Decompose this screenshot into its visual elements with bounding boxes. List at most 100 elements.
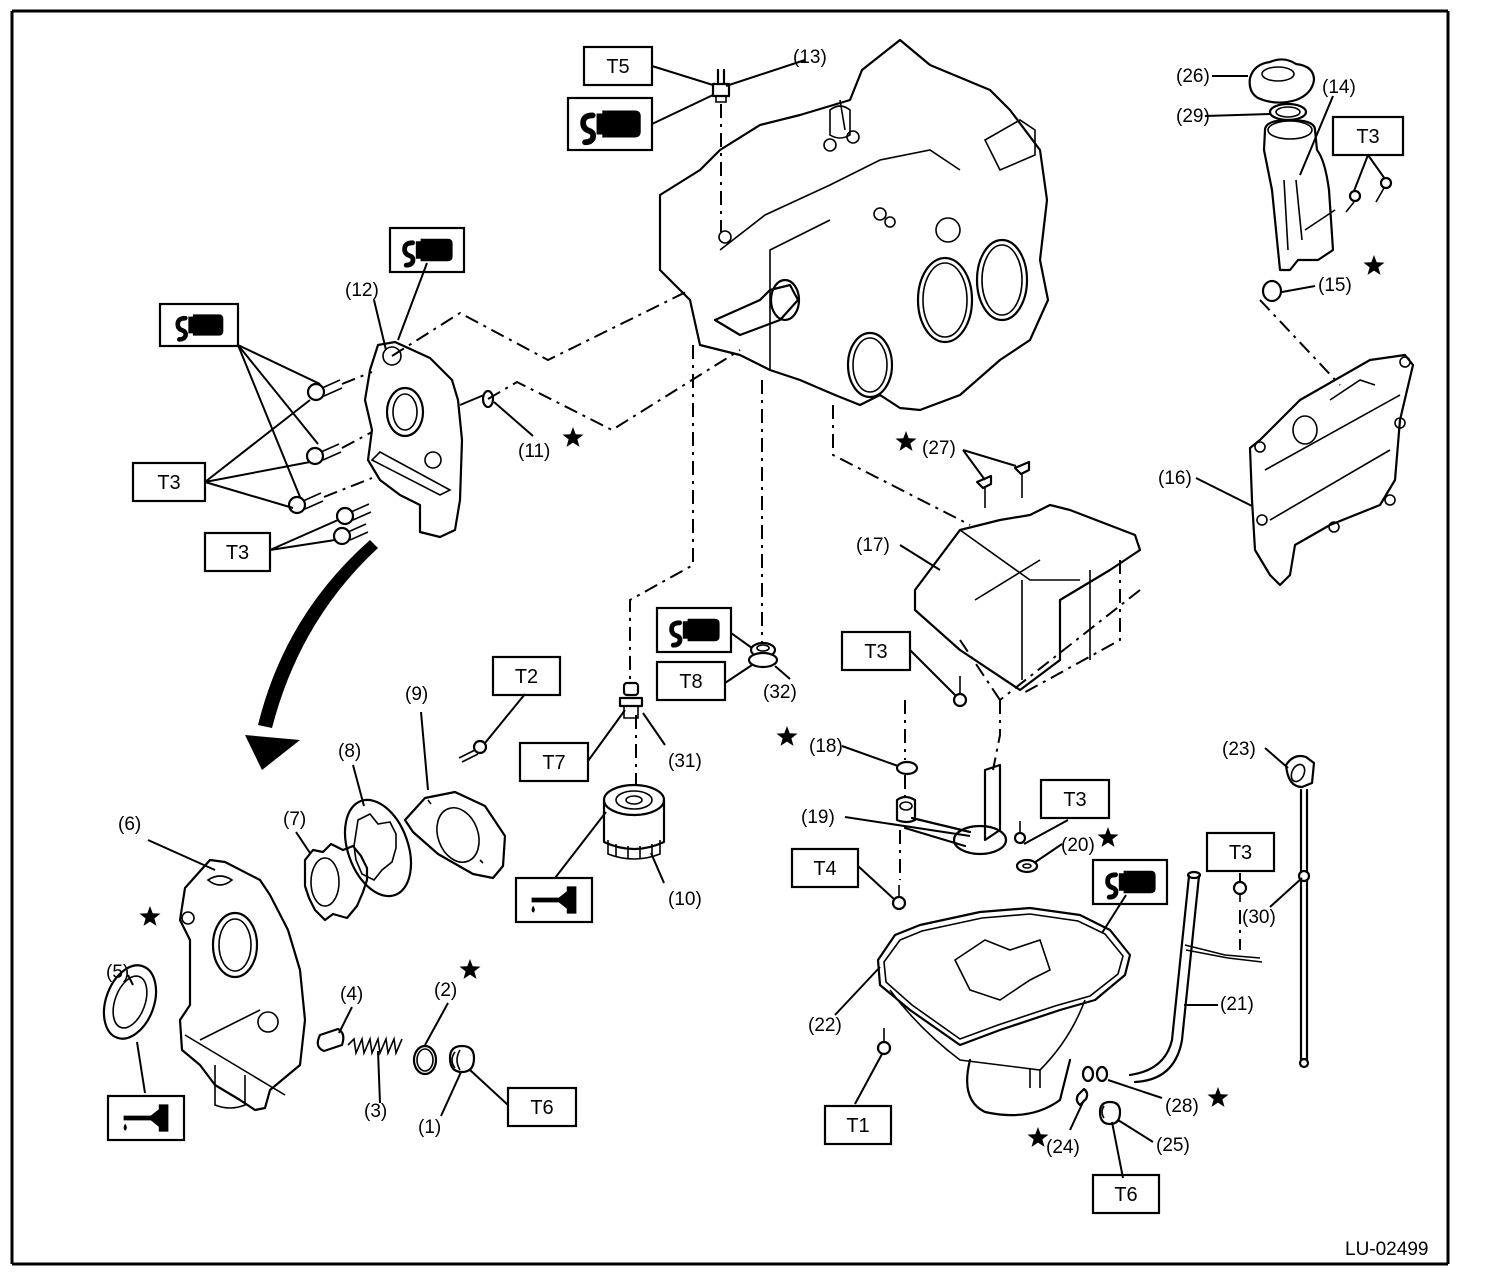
oil-strainer xyxy=(895,763,1008,880)
callout-23: (23) xyxy=(1222,739,1256,760)
callout-3: (3) xyxy=(364,1101,387,1122)
plug-32 xyxy=(747,641,779,669)
callout-26: (26) xyxy=(1176,66,1210,87)
relief-spring xyxy=(347,1036,403,1056)
callout-24: (24) xyxy=(1046,1137,1080,1158)
torque-code: T4 xyxy=(813,858,836,880)
torque-code: T6 xyxy=(530,1097,553,1119)
document-id: LU-02499 xyxy=(1345,1239,1428,1260)
callout-11: (11) xyxy=(518,441,550,462)
callout-25: (25) xyxy=(1156,1135,1190,1156)
torque-code: T7 xyxy=(542,752,565,774)
bolt xyxy=(306,371,373,402)
oil-pressure-switch xyxy=(711,68,731,232)
torque-code: T1 xyxy=(846,1115,869,1137)
oil-pump-cover xyxy=(403,790,507,880)
callout-22: (22) xyxy=(808,1015,842,1036)
gasket-ring xyxy=(412,1044,438,1076)
bolt xyxy=(332,523,369,546)
callout-21: (21) xyxy=(1220,994,1254,1015)
torque-code: T3 xyxy=(226,542,249,564)
torque-code: T3 xyxy=(157,472,180,494)
callout-29: (29) xyxy=(1176,106,1210,127)
callout-19: (19) xyxy=(801,807,835,828)
torque-code: T5 xyxy=(606,56,629,78)
oil-filler-duct xyxy=(1262,118,1336,272)
assembly-lines xyxy=(391,289,1341,815)
torque-box-t3: T3 xyxy=(131,461,207,503)
engine-oil-can-icon xyxy=(106,1094,186,1142)
oil-pump-bolts xyxy=(287,371,373,546)
torque-box-t3: T3 xyxy=(203,531,272,573)
exploded-view-arrow xyxy=(245,540,378,770)
bolt xyxy=(287,477,373,515)
callout-9: (9) xyxy=(405,684,428,705)
callout-20: (20) xyxy=(1061,835,1095,856)
torque-code: T2 xyxy=(515,666,538,688)
torque-code: T8 xyxy=(679,671,702,693)
torque-code: T3 xyxy=(1063,789,1086,811)
callout-15: (15) xyxy=(1318,275,1352,296)
torque-box-t2: T2 xyxy=(491,655,562,697)
callout-17: (17) xyxy=(856,535,890,556)
o-ring-18 xyxy=(895,760,919,776)
baffle-plate xyxy=(913,503,1142,696)
callout-28: (28) xyxy=(1165,1096,1199,1117)
cover-screw xyxy=(458,739,488,763)
callout-5: (5) xyxy=(106,962,129,983)
callout-1: (1) xyxy=(418,1117,441,1138)
torque-box-t6: T6 xyxy=(506,1086,578,1128)
filler-gasket xyxy=(1268,102,1308,122)
engine-oil-can-icon xyxy=(514,876,594,924)
torque-box-t4: T4 xyxy=(790,847,860,889)
callout-30: (30) xyxy=(1242,907,1276,928)
sealant-tube-icon xyxy=(158,302,240,348)
torque-box-t3: T3 xyxy=(1331,115,1405,157)
bolt xyxy=(305,431,373,466)
oil-level-gauge-guide xyxy=(1128,870,1263,1084)
callout-10: (10) xyxy=(668,889,702,910)
plug xyxy=(448,1044,476,1074)
callout-31: (31) xyxy=(668,751,702,772)
sealant-tube-icon xyxy=(1091,858,1169,906)
torque-code: T6 xyxy=(1114,1184,1137,1206)
baffle-bolt xyxy=(952,676,968,708)
inner-rotor xyxy=(303,842,369,922)
star-icon xyxy=(459,959,481,979)
guide-bolt xyxy=(1232,880,1248,950)
torque-box-t3: T3 xyxy=(1039,778,1111,820)
gasket-20 xyxy=(1015,858,1039,874)
o-ring-15 xyxy=(1261,279,1283,303)
oil-filler-cap xyxy=(1248,58,1316,104)
torque-box-t3: T3 xyxy=(1205,831,1276,873)
oil-separator-cover xyxy=(1248,353,1415,587)
strainer-bolts xyxy=(891,821,1027,911)
star-icon xyxy=(1097,827,1119,847)
star-icon xyxy=(1207,1087,1229,1107)
clip-27 xyxy=(975,460,1031,508)
oil-filter xyxy=(602,783,666,860)
cylinder-block xyxy=(658,38,1050,412)
torque-box-t5: T5 xyxy=(582,45,654,87)
torque-box-t3: T3 xyxy=(840,630,912,672)
sealant-tube-icon xyxy=(655,606,733,654)
torque-box-t8: T8 xyxy=(655,660,727,702)
figure-frame xyxy=(10,9,1450,1266)
torque-code: T3 xyxy=(1229,842,1252,864)
star-icon xyxy=(1027,1127,1049,1147)
callout-7: (7) xyxy=(283,809,306,830)
torque-box-t6: T6 xyxy=(1091,1173,1161,1215)
torque-box-t1: T1 xyxy=(823,1104,893,1146)
callout-18: (18) xyxy=(809,736,843,757)
gasket-24 xyxy=(1075,1087,1089,1107)
oil-level-gauge xyxy=(1284,754,1316,1069)
callout-6: (6) xyxy=(118,814,141,835)
oil-pump-body xyxy=(178,858,307,1112)
star-icon xyxy=(1363,255,1385,275)
star-icon xyxy=(776,726,798,746)
outer-rotor xyxy=(343,798,413,898)
sealant-tube-icon xyxy=(566,96,654,152)
gaskets-28 xyxy=(1081,1065,1109,1083)
callout-16: (16) xyxy=(1158,468,1192,489)
